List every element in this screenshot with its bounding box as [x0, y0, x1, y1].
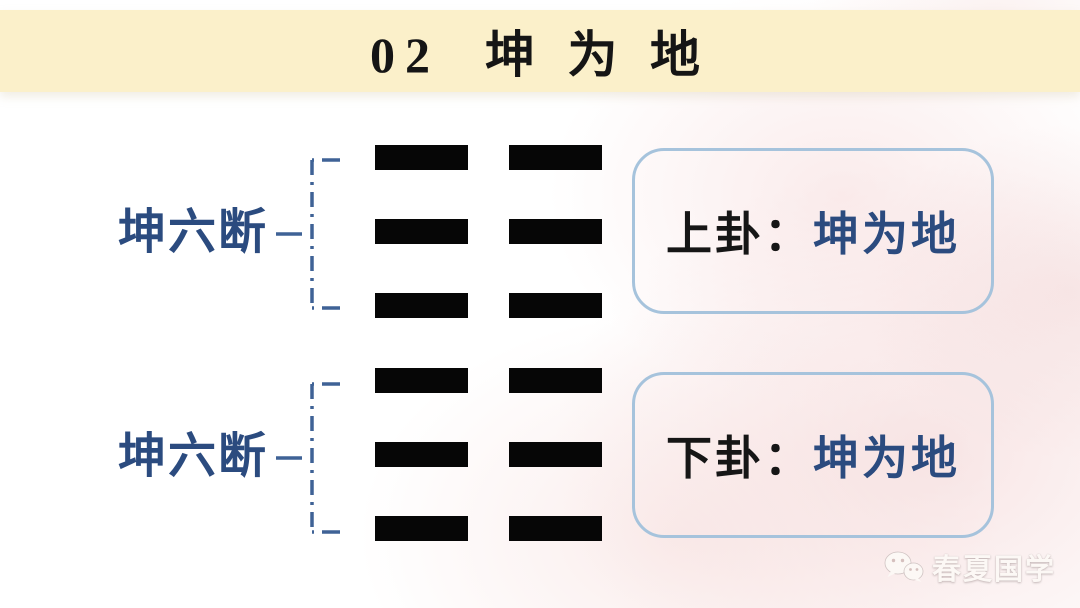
upper-gua-box: 上卦：坤为地 — [632, 148, 994, 314]
hexagram-line-broken — [375, 442, 602, 467]
wechat-icon — [884, 551, 924, 582]
hexagram-line-broken — [375, 145, 602, 170]
lower-trigram-lines — [375, 368, 602, 541]
lower-gua-prefix: 下卦： — [666, 433, 813, 484]
lower-trigram-label: 坤六断 — [118, 430, 269, 483]
upper-trigram-bracket-icon — [276, 158, 354, 310]
upper-gua-prefix: 上卦： — [666, 209, 813, 260]
watermark-brand: 春夏国学 — [931, 554, 1056, 586]
watermark: 春夏国学 — [883, 549, 1056, 586]
hexagram-line-broken — [375, 516, 602, 541]
title-banner: 02 坤 为 地 — [0, 10, 1080, 92]
slide-title: 02 坤 为 地 — [370, 27, 710, 83]
hexagram-line-broken — [375, 368, 602, 393]
hexagram-line-broken — [375, 219, 602, 244]
lower-trigram-bracket-icon — [276, 382, 354, 534]
lower-gua-box: 下卦：坤为地 — [632, 372, 994, 538]
upper-trigram-lines — [375, 145, 602, 318]
upper-gua-value: 坤为地 — [813, 209, 960, 260]
lower-gua-value: 坤为地 — [813, 433, 960, 484]
upper-trigram-label: 坤六断 — [118, 206, 269, 259]
hexagram-line-broken — [375, 293, 602, 318]
